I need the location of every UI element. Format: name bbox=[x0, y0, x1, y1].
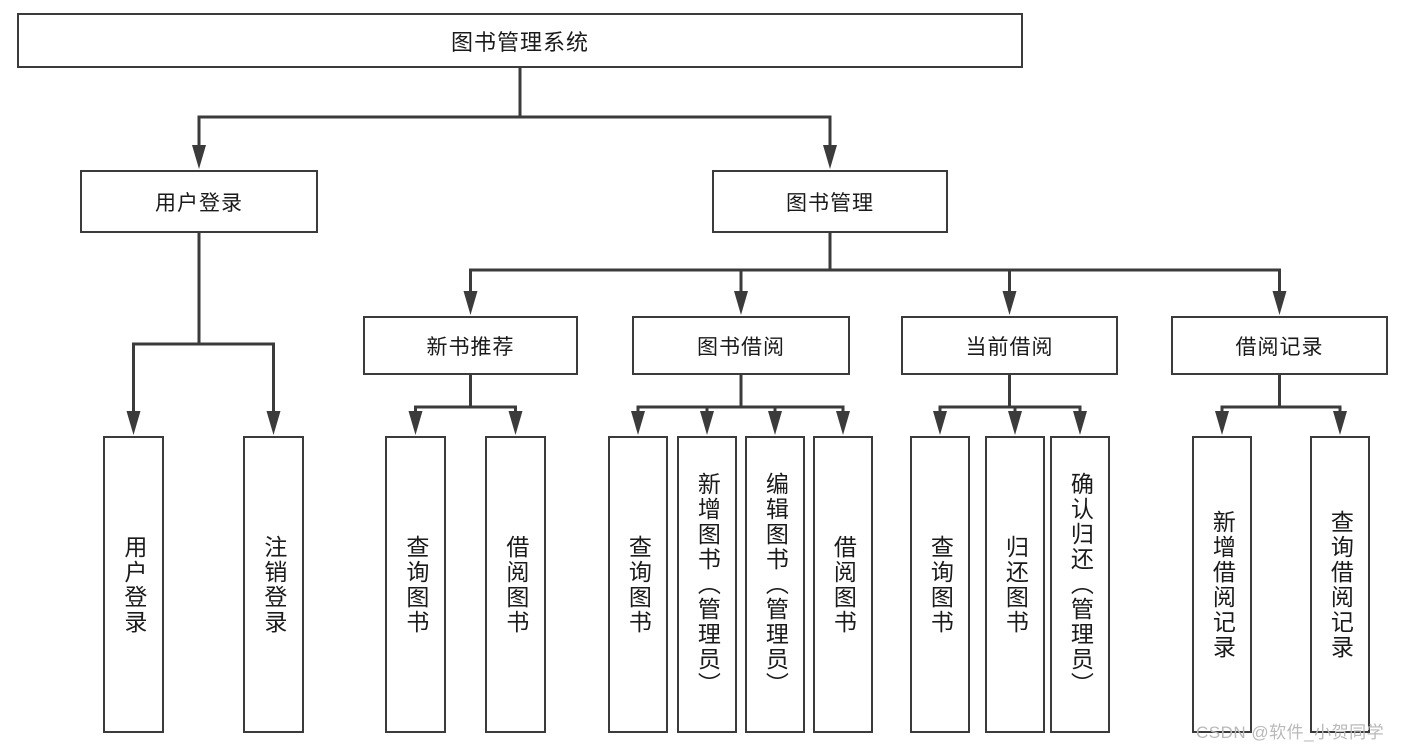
node-label: 图书管理系统 bbox=[450, 29, 589, 55]
node-leaf-query-record[interactable]: 查询借阅记录 bbox=[1310, 436, 1370, 733]
node-label: 查询图书 bbox=[402, 534, 429, 635]
node-label: 当前借阅 bbox=[965, 335, 1054, 359]
node-label: 新增图书（管理员） bbox=[694, 472, 721, 697]
node-leaf-borrow-book-2[interactable]: 借阅图书 bbox=[813, 436, 873, 733]
node-label: 查询借阅记录 bbox=[1327, 509, 1354, 660]
arrowhead-icon bbox=[823, 145, 837, 169]
arrowhead-icon bbox=[1008, 411, 1022, 435]
node-label: 借阅记录 bbox=[1235, 335, 1324, 359]
arrowhead-icon bbox=[266, 411, 281, 435]
arrowhead-icon bbox=[126, 411, 141, 435]
node-leaf-return-book[interactable]: 归还图书 bbox=[985, 436, 1045, 733]
arrowhead-icon bbox=[508, 411, 523, 435]
node-leaf-query-book-3[interactable]: 查询图书 bbox=[910, 436, 970, 733]
arrowhead-icon bbox=[933, 411, 947, 435]
node-root[interactable]: 图书管理系统 bbox=[17, 13, 1023, 68]
node-label: 注销登录 bbox=[260, 534, 287, 635]
node-label: 新书推荐 bbox=[426, 335, 515, 359]
arrowhead-icon bbox=[463, 291, 478, 315]
node-leaf-query-book-1[interactable]: 查询图书 bbox=[385, 436, 446, 733]
node-label: 查询图书 bbox=[927, 534, 954, 635]
node-leaf-add-record[interactable]: 新增借阅记录 bbox=[1192, 436, 1252, 733]
arrowhead-icon bbox=[734, 291, 748, 315]
arrowhead-icon bbox=[836, 411, 850, 435]
node-label: 归还图书 bbox=[1002, 534, 1029, 635]
node-user-login[interactable]: 用户登录 bbox=[80, 170, 318, 233]
node-label: 用户登录 bbox=[120, 534, 147, 635]
node-leaf-edit-book[interactable]: 编辑图书（管理员） bbox=[745, 436, 805, 733]
node-label: 确认归还（管理员） bbox=[1067, 472, 1094, 697]
node-leaf-add-book[interactable]: 新增图书（管理员） bbox=[677, 436, 737, 733]
node-label: 图书借阅 bbox=[697, 335, 785, 359]
node-leaf-user-logout[interactable]: 注销登录 bbox=[243, 436, 304, 733]
node-leaf-query-book-2[interactable]: 查询图书 bbox=[608, 436, 668, 733]
node-label: 图书管理 bbox=[786, 191, 874, 215]
node-label: 借阅图书 bbox=[502, 534, 529, 635]
arrowhead-icon bbox=[1215, 411, 1229, 435]
arrowhead-icon bbox=[1073, 411, 1087, 435]
node-book-borrow[interactable]: 图书借阅 bbox=[632, 316, 850, 375]
node-leaf-borrow-book-1[interactable]: 借阅图书 bbox=[485, 436, 546, 733]
node-book-management[interactable]: 图书管理 bbox=[712, 170, 948, 233]
csdn-watermark: CSDN @软件_小贺同学 bbox=[1196, 723, 1385, 742]
arrowhead-icon bbox=[192, 145, 206, 169]
arrowhead-icon bbox=[631, 411, 645, 435]
node-new-book-recommend[interactable]: 新书推荐 bbox=[363, 316, 578, 375]
node-borrow-record[interactable]: 借阅记录 bbox=[1171, 316, 1388, 375]
node-leaf-confirm-return[interactable]: 确认归还（管理员） bbox=[1050, 436, 1110, 733]
arrowhead-icon bbox=[1002, 291, 1017, 315]
arrowhead-icon bbox=[1272, 291, 1287, 315]
node-leaf-user-login[interactable]: 用户登录 bbox=[103, 436, 164, 733]
arrowhead-icon bbox=[1333, 411, 1347, 435]
arrowhead-icon bbox=[700, 411, 714, 435]
node-label: 编辑图书（管理员） bbox=[762, 472, 789, 697]
arrowhead-icon bbox=[408, 411, 423, 435]
node-label: 查询图书 bbox=[625, 534, 652, 635]
node-label: 用户登录 bbox=[155, 191, 243, 215]
arrowhead-icon bbox=[768, 411, 782, 435]
node-label: 借阅图书 bbox=[830, 534, 857, 635]
node-label: 新增借阅记录 bbox=[1209, 509, 1236, 660]
node-current-borrow[interactable]: 当前借阅 bbox=[901, 316, 1118, 375]
